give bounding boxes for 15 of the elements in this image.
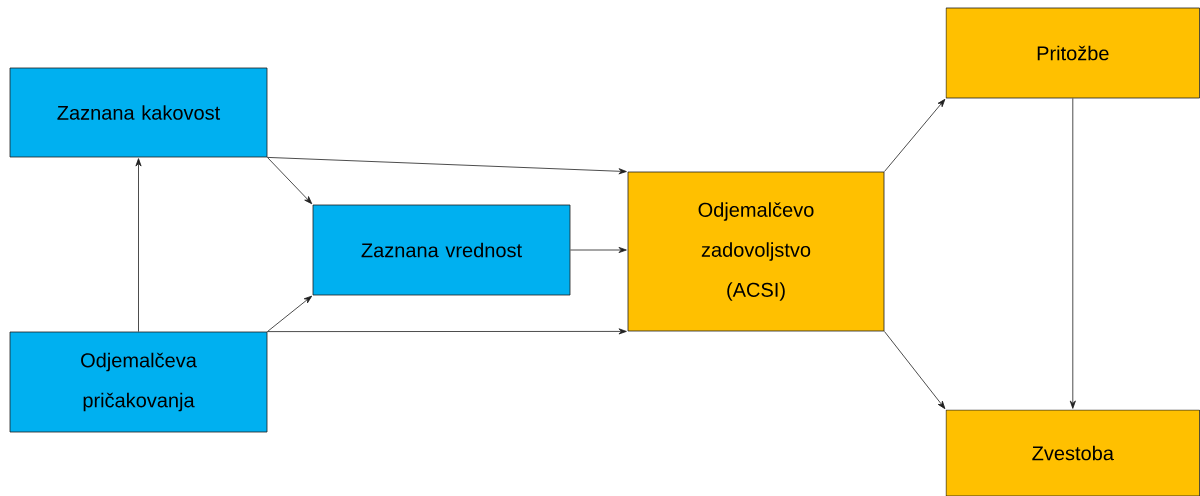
arrow (1069, 98, 1076, 409)
process-box: Odjemalčevo zadovoljstvo (ACSI) (627, 171, 885, 332)
arrow (570, 247, 627, 253)
arrow (267, 295, 313, 332)
arrow (267, 157, 313, 205)
arrow (135, 158, 142, 332)
arrow (267, 328, 627, 335)
process-box: Zaznana kakovost (9, 67, 268, 158)
process-box: Pritožbe (945, 7, 1200, 99)
process-box: Odjemalčeva pričakovanja (9, 331, 268, 433)
process-box: Zaznana vrednost (312, 204, 571, 296)
process-box: Zvestoba (945, 409, 1200, 496)
arrow (267, 157, 627, 175)
arrow (884, 331, 946, 410)
arrow (884, 98, 946, 172)
